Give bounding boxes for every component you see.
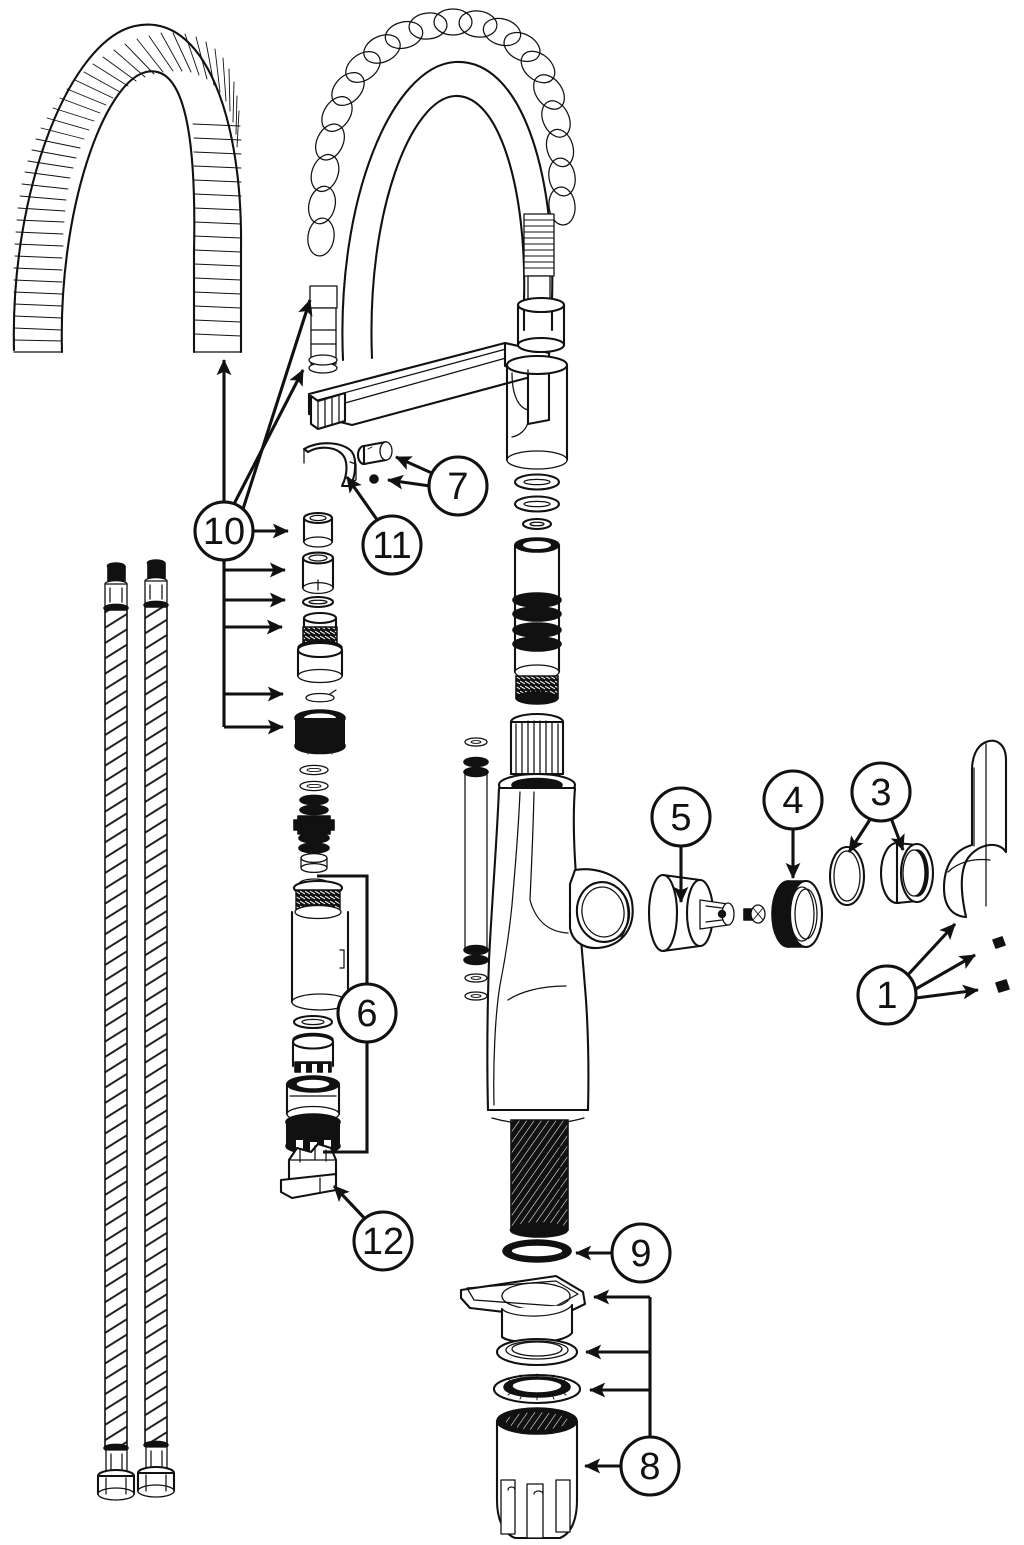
stem-oring-stack: [299, 764, 329, 792]
spring-collar-left: [308, 285, 338, 374]
threaded-shank: [509, 1119, 569, 1238]
callout-circle: [650, 786, 712, 848]
splined-shank: [509, 712, 565, 776]
trim-ring: [828, 845, 866, 907]
supply-line-left: [96, 562, 136, 1501]
callout-circle: [610, 1222, 672, 1284]
inner-tube: [512, 537, 562, 705]
callout-11[interactable]: 11: [361, 514, 423, 576]
riser-tube: [290, 879, 350, 1011]
callout-number: 3: [870, 772, 891, 814]
callout-3[interactable]: 3: [850, 761, 912, 823]
faucet-body: [486, 772, 634, 1125]
callout-layer: 1 3 4 5 6 7 8 9 10 11 12: [193, 455, 918, 1497]
callout-4[interactable]: 4: [762, 769, 824, 831]
tube-o-ring-bands: [512, 592, 562, 652]
callout-5[interactable]: 5: [650, 786, 712, 848]
leader-lines: [216, 299, 979, 1474]
cartridge-screw: [743, 904, 766, 924]
callout-number: 12: [362, 1221, 404, 1263]
callout-7[interactable]: 7: [427, 455, 489, 517]
column-oring-b: [513, 495, 561, 513]
supply-fitting-bottom-left: [96, 1443, 136, 1501]
callout-number: 7: [447, 466, 468, 508]
callout-10[interactable]: 10: [193, 500, 255, 562]
cartridge-stem: [293, 794, 335, 874]
hose-clip: [302, 442, 357, 488]
ribbed-hose: [12, 23, 243, 354]
flat-washer: [495, 1337, 579, 1367]
callout-6[interactable]: 6: [336, 982, 398, 1044]
callout-number: 8: [639, 1446, 660, 1488]
mounting-shank: [495, 1407, 579, 1540]
set-screw-lower: [995, 979, 1010, 993]
spring-collar-right: [523, 213, 555, 310]
callout-8[interactable]: 8: [619, 1435, 681, 1497]
callout-number: 4: [782, 780, 803, 822]
callout-12[interactable]: 12: [352, 1210, 414, 1272]
shank-splines: [500, 1479, 571, 1539]
lock-washer: [492, 1373, 582, 1405]
spray-oring: [301, 595, 335, 609]
spray-sleeve: [301, 551, 335, 595]
column-oring-a: [513, 473, 561, 491]
callout-number: 10: [203, 511, 245, 553]
supply-fitting-bottom-right: [136, 1440, 176, 1498]
clip-ball: [369, 474, 379, 484]
handle-lever: [942, 739, 1008, 919]
callout-circle: [427, 455, 489, 517]
supply-fitting-top-left: [103, 562, 129, 613]
base-o-ring: [502, 1239, 572, 1263]
callout-circle: [850, 761, 912, 823]
set-screw-upper: [992, 936, 1006, 949]
callout-number: 1: [876, 975, 897, 1017]
column-oring-c: [521, 517, 553, 531]
callout-9[interactable]: 9: [610, 1222, 672, 1284]
trim-sleeve: [879, 841, 935, 905]
spray-cap: [302, 511, 334, 548]
cartridge-body: [647, 873, 735, 953]
callout-circle: [762, 769, 824, 831]
bonnet-nut: [771, 879, 824, 949]
callout-1[interactable]: 1: [856, 964, 918, 1026]
callout-number: 11: [372, 525, 411, 567]
callout-number: 6: [356, 993, 377, 1035]
callout-number: 9: [630, 1233, 651, 1275]
deck-plate: [459, 1274, 587, 1344]
arm-bracket-slots: [309, 391, 347, 431]
callout-circle: [856, 964, 918, 1026]
column-cap: [516, 296, 566, 354]
supply-fitting-top-right: [143, 559, 169, 610]
spray-collar: [294, 709, 346, 755]
riser-washer: [292, 1014, 334, 1030]
retaining-clip: [305, 689, 337, 703]
callout-number: 5: [670, 797, 691, 839]
callout-circle: [352, 1210, 414, 1272]
riser-tube-group: [285, 879, 350, 1155]
supply-line-right: [136, 559, 176, 1498]
callout-circle: [193, 500, 255, 562]
riser-nut: [291, 1032, 335, 1073]
callout-circle: [619, 1435, 681, 1497]
callout-circle: [361, 514, 423, 576]
callout-circle: [336, 982, 398, 1044]
spout-column: [505, 296, 569, 470]
side-oring-stack: [463, 737, 489, 1001]
spray-valve: [296, 611, 344, 684]
wall-bracket: [279, 1142, 338, 1200]
clip-pin: [356, 440, 393, 466]
